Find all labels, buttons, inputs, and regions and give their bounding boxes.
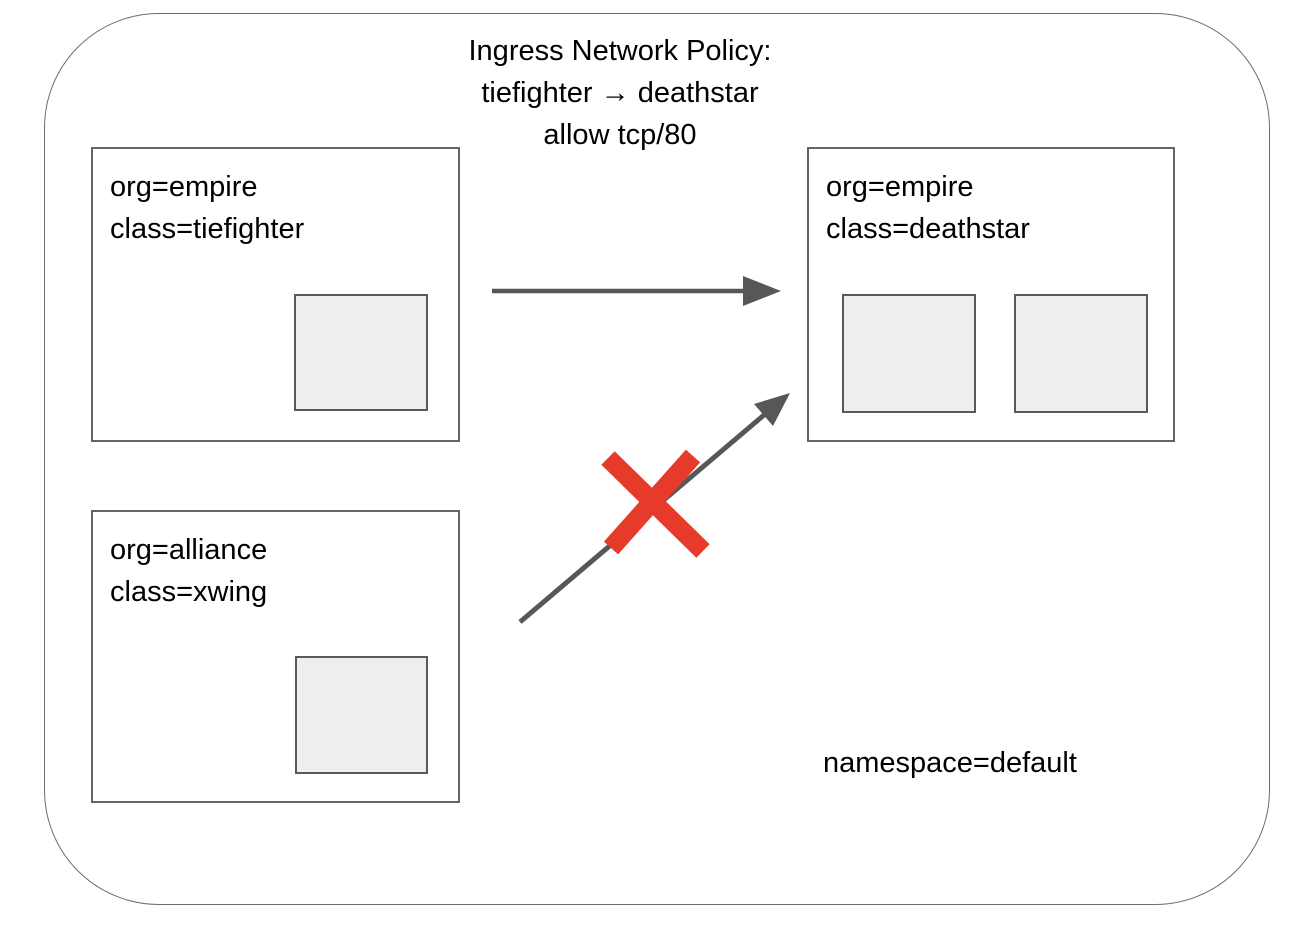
namespace-label: namespace=default [823,747,1077,779]
node-tiefighter-labels: org=empire class=tiefighter [110,166,458,250]
node-deathstar-labels: org=empire class=deathstar [826,166,1173,250]
pod-square [294,294,428,411]
node-label-org: org=alliance [110,534,268,566]
policy-title-line-2: tiefighter → deathstar [481,77,759,109]
policy-title: Ingress Network Policy: tiefighter → dea… [370,30,870,156]
node-label-org: org=empire [110,171,258,203]
node-xwing-labels: org=alliance class=xwing [110,529,458,613]
node-deathstar: org=empire class=deathstar [807,147,1175,442]
pod-square [1014,294,1148,413]
node-label-class: class=deathstar [826,213,1030,245]
node-label-org: org=empire [826,171,974,203]
namespace-boundary [44,13,1270,905]
node-label-class: class=tiefighter [110,213,305,245]
node-label-class: class=xwing [110,576,268,608]
pod-square [842,294,976,413]
policy-title-line-3: allow tcp/80 [543,119,697,151]
pod-square [295,656,428,774]
node-xwing: org=alliance class=xwing [91,510,460,803]
policy-title-line-1: Ingress Network Policy: [468,35,772,67]
node-tiefighter: org=empire class=tiefighter [91,147,460,442]
